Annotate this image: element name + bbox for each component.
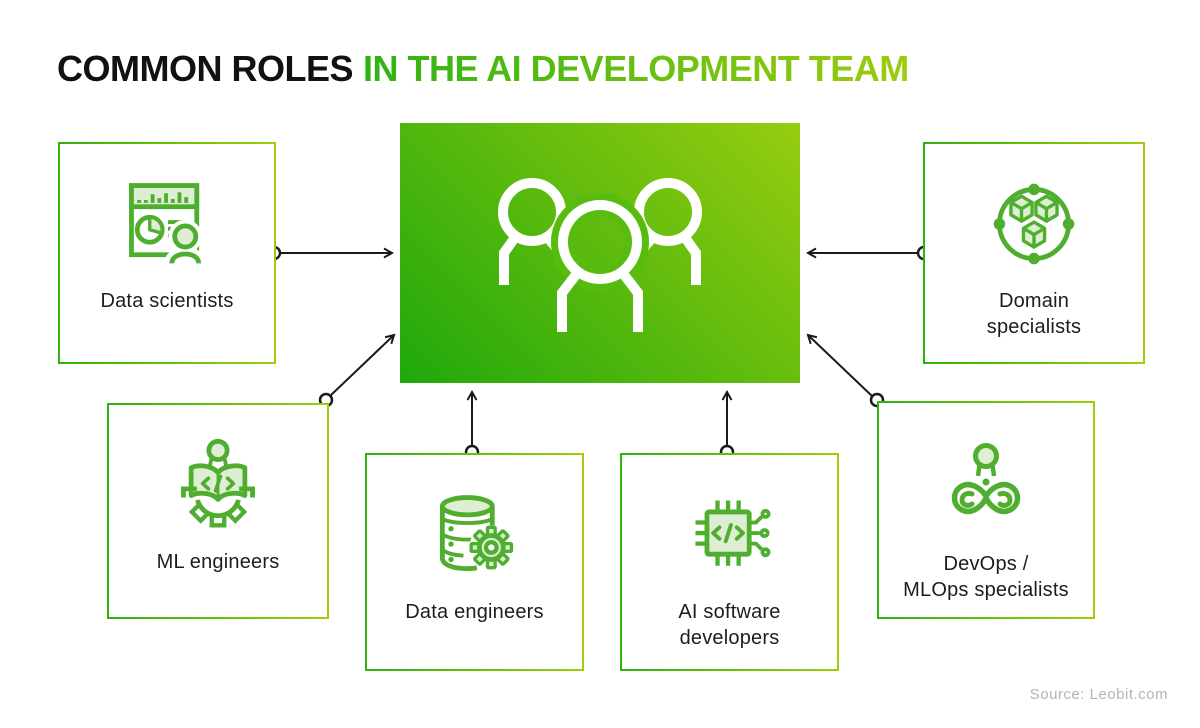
book-code-gear-icon <box>181 437 255 528</box>
role-card-data-engineers: Data engineers <box>365 453 584 671</box>
title-prefix: COMMON ROLES <box>57 48 354 89</box>
role-label-data-engineers: Data engineers <box>405 601 544 623</box>
title-highlight: IN THE AI DEVELOPMENT TEAM <box>363 48 909 89</box>
role-card-ml-engineers: ML engineers <box>107 403 329 619</box>
arrow-devops <box>806 333 873 397</box>
analytics-dashboard-person-icon <box>129 183 207 267</box>
database-gear-icon <box>439 495 513 572</box>
role-card-domain-specialists: Domain specialists <box>923 142 1145 364</box>
cubes-network-icon <box>993 183 1075 265</box>
source-attribution: Source: Leobit.com <box>1029 686 1168 703</box>
infinity-devops-person-icon <box>951 443 1021 515</box>
role-card-devops-mlops-specialists: DevOps / MLOps specialists <box>877 401 1095 619</box>
role-label-domain-specialists: Domain specialists <box>986 290 1082 338</box>
role-card-ai-software-developers: AI software developers <box>620 453 839 671</box>
role-label-ml-engineers: ML engineers <box>156 551 280 573</box>
role-label-devops-mlops-specialists: DevOps / MLOps specialists <box>903 553 1069 601</box>
chip-code-icon <box>694 500 771 566</box>
role-label-data-scientists: Data scientists <box>100 290 234 312</box>
role-label-ai-software-developers: AI software developers <box>678 601 781 649</box>
team-group-icon <box>498 178 702 332</box>
ai-team-center-box <box>400 123 800 383</box>
role-card-data-scientists: Data scientists <box>58 142 276 364</box>
arrow-ml-engineers <box>329 333 396 397</box>
